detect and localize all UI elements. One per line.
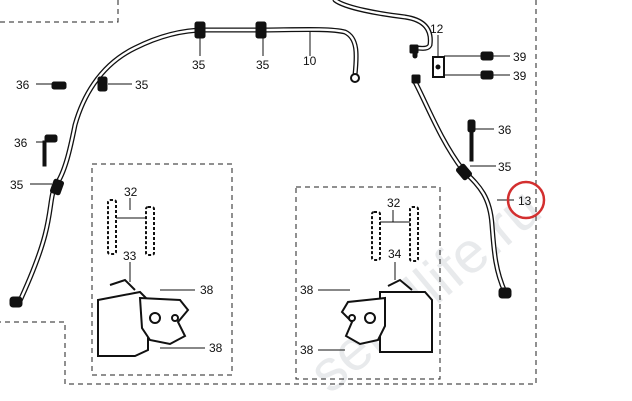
left-caliper-box <box>91 163 233 376</box>
label-38-c: 38 <box>300 283 314 297</box>
label-38-d: 38 <box>300 343 314 357</box>
label-35-d: 35 <box>10 178 24 192</box>
watermark: seriellife.ru <box>297 175 554 401</box>
label-32-a: 32 <box>124 185 138 199</box>
label-34: 34 <box>388 247 402 261</box>
label-12: 12 <box>430 22 444 36</box>
label-36-c: 36 <box>498 123 512 137</box>
right-caliper-box <box>295 186 441 380</box>
label-38-a: 38 <box>200 283 214 297</box>
label-39-a: 39 <box>513 50 527 64</box>
callout-13-highlight: 13 <box>497 180 546 220</box>
highlight-circle <box>506 180 546 220</box>
outer-frame <box>0 0 537 385</box>
label-39-b: 39 <box>513 69 527 83</box>
label-38-b: 38 <box>209 341 223 355</box>
brake-pads-right <box>371 206 419 262</box>
label-35-a: 35 <box>192 58 206 72</box>
leader-lines <box>30 32 510 351</box>
label-33: 33 <box>123 249 137 263</box>
fittings <box>9 21 512 308</box>
label-35-e: 35 <box>498 160 512 174</box>
label-13: 13 <box>518 194 532 208</box>
main-brake-line <box>15 27 359 308</box>
label-32-b: 32 <box>387 196 401 210</box>
label-36-a: 36 <box>16 78 30 92</box>
label-36-b: 36 <box>14 136 28 150</box>
label-35-b: 35 <box>256 58 270 72</box>
caliper-left <box>97 278 190 357</box>
label-10: 10 <box>303 54 317 68</box>
brake-pads-left <box>107 199 155 256</box>
label-35-c: 35 <box>135 78 149 92</box>
callout-labels: 35 35 10 12 39 39 36 35 36 35 36 35 32 3… <box>10 22 527 357</box>
caliper-right <box>340 278 433 353</box>
brake-hoses <box>15 0 508 308</box>
